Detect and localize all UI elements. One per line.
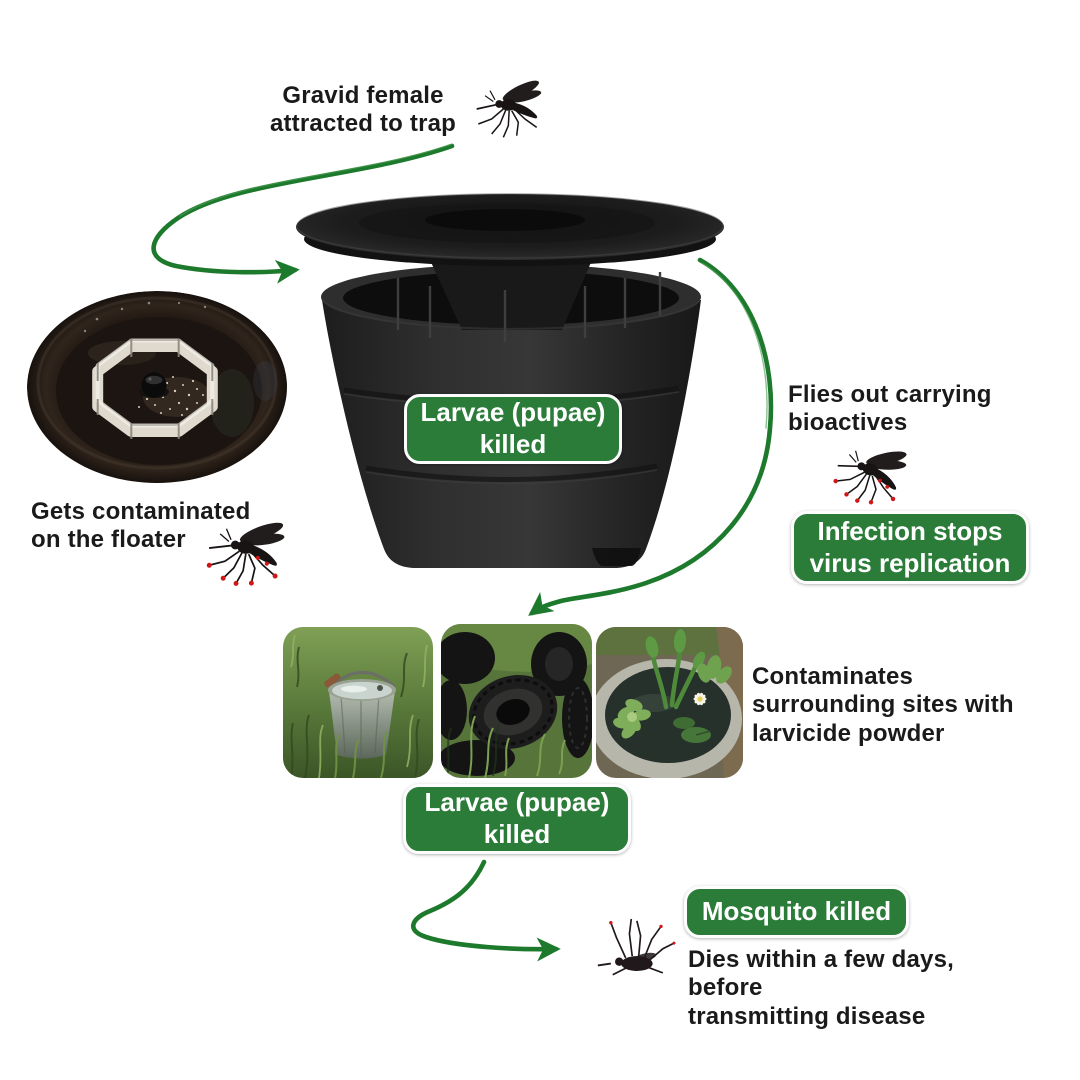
water-bubbles (83, 301, 207, 333)
floater-center-knob (139, 372, 169, 398)
caption-flies-out: Flies out carrying bioactives (788, 381, 1008, 438)
floater-photo-art (27, 291, 287, 483)
tires-photo-art (441, 624, 592, 778)
caption-line: Gets contaminated (31, 498, 251, 525)
badge-line: Infection stops (817, 515, 1003, 546)
mosquito-icon (468, 74, 552, 144)
contaminated-mosquito-icon (194, 507, 300, 597)
flow-arrows (151, 143, 774, 962)
caption-line: Gravid female (282, 82, 444, 109)
badge-larvae-killed-sites: Larvae (pupae) killed (403, 784, 631, 854)
water-bucket (324, 670, 397, 759)
larvicide-powder-speckles (138, 376, 204, 416)
dead-mosquito-art (597, 918, 676, 976)
contaminated-mosquito-art (206, 522, 285, 586)
caption-line: Flies out carrying (788, 381, 992, 408)
container-pond-photo (596, 627, 743, 778)
bucket-photo (283, 627, 433, 778)
badge-line: killed (479, 429, 547, 459)
arrow-to-breeding-sites (528, 257, 774, 616)
badge-infection-stops: Infection stops virus replication (791, 511, 1029, 584)
contamination-dots (206, 555, 278, 586)
caption-line: surrounding sites with (752, 691, 1014, 719)
badge-line: killed (483, 819, 551, 849)
contaminated-mosquito-art (833, 450, 907, 505)
floater-photo (27, 291, 288, 484)
caption-contaminates-sites: Contaminates surrounding sites with larv… (752, 663, 1022, 748)
mosquito-icon-art (476, 80, 542, 138)
arrow-to-dead-mosquito (411, 859, 561, 962)
arrow-to-trap (151, 143, 455, 284)
badge-line: Larvae (pupae) (420, 397, 606, 428)
caption-line: bioactives (788, 409, 908, 437)
caption-line: Contaminates (752, 663, 914, 690)
badge-line: virus replication (809, 547, 1011, 578)
caption-line: attracted to trap (269, 110, 457, 138)
trap-funnel-lid (296, 193, 724, 266)
caption-line: on the floater (31, 526, 186, 554)
badge-line: Larvae (pupae) (424, 787, 610, 818)
tires-photo (441, 624, 592, 778)
caption-line: transmitting disease (688, 1002, 926, 1030)
dead-mosquito-icon (588, 906, 682, 984)
contamination-dots (609, 921, 676, 945)
caption-dies-within-days: Dies within a few days, before transmitt… (688, 946, 1028, 1031)
caption-gravid-female: Gravid female attracted to trap (262, 82, 464, 139)
badge-mosquito-killed: Mosquito killed (684, 886, 909, 938)
caption-line: Dies within a few days, before (688, 946, 955, 1002)
bucket-photo-art (283, 627, 433, 778)
water-lily-flower (693, 692, 707, 706)
contamination-dots (833, 478, 896, 505)
caption-gets-contaminated: Gets contaminated on the floater (31, 498, 291, 555)
badge-larvae-killed-trap: Larvae (pupae) killed (404, 394, 622, 464)
badge-line: Mosquito killed (701, 896, 892, 927)
caption-line: larvicide powder (752, 719, 945, 747)
container-pond-art (596, 627, 743, 778)
contaminated-mosquito-icon (821, 429, 922, 520)
